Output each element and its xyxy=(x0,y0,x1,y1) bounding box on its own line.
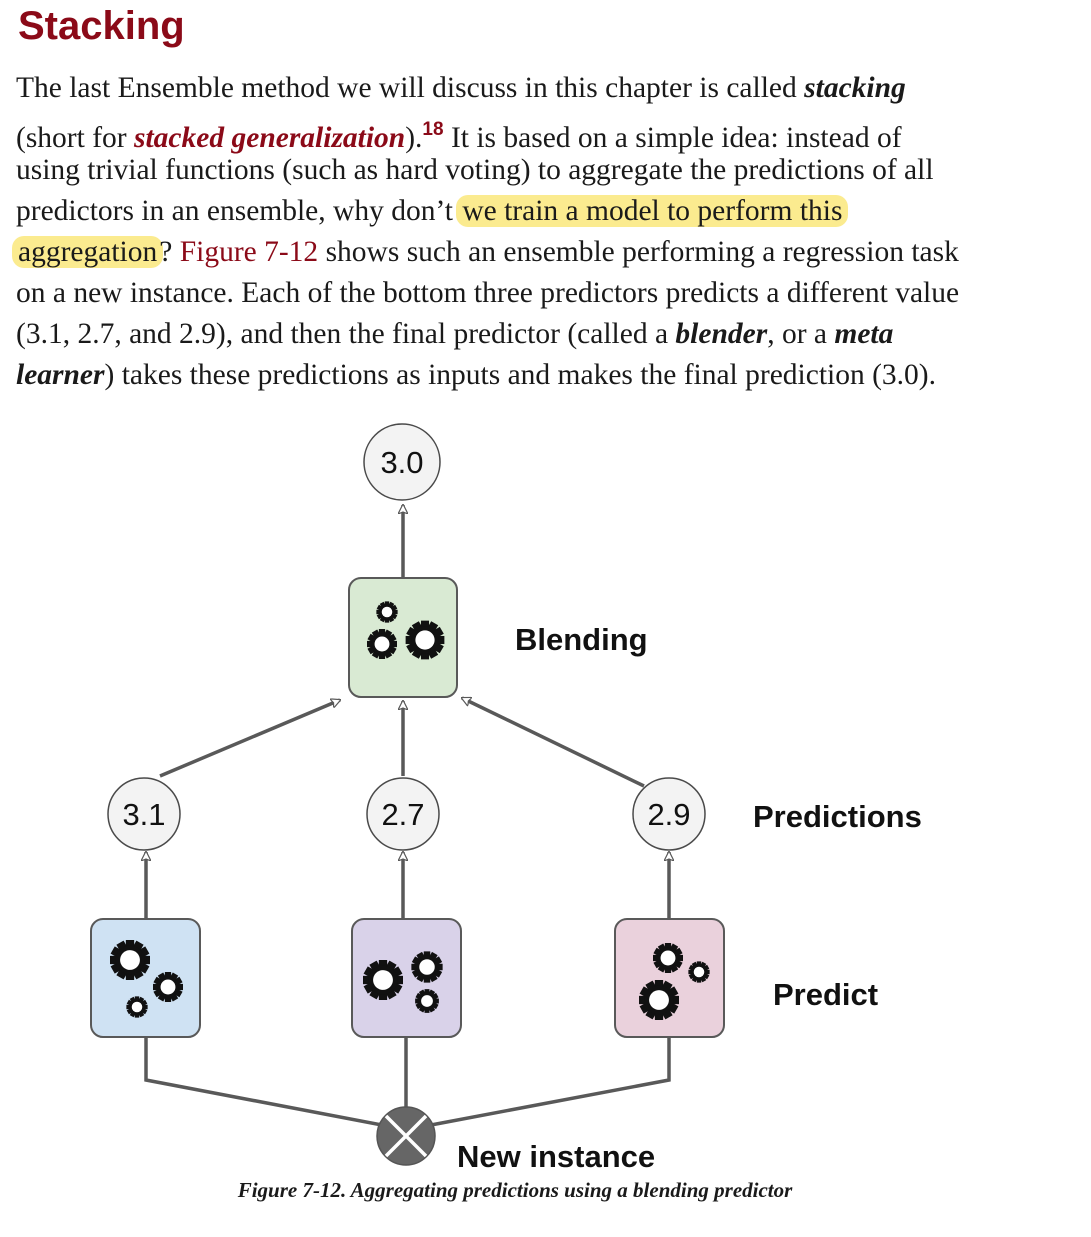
output-node: 3.0 xyxy=(363,423,441,501)
prediction-value: 3.1 xyxy=(122,797,165,832)
cross-icon xyxy=(384,1114,428,1158)
body-paragraph: The last Ensemble method we will discuss… xyxy=(12,68,1076,396)
prediction-value: 2.9 xyxy=(647,797,690,832)
new-instance-label: New instance xyxy=(457,1139,655,1174)
term-learner: learner xyxy=(16,359,105,391)
figure-reference-link[interactable]: Figure 7-12 xyxy=(179,236,319,268)
text-run: predictors in an ensemble, why don’t xyxy=(16,195,461,227)
text-run: on a new instance. Each of the bottom th… xyxy=(16,277,960,309)
prediction-value: 2.7 xyxy=(381,797,424,832)
text-run: (short for xyxy=(16,122,134,154)
term-meta: meta xyxy=(834,318,894,350)
text-run: The last Ensemble method we will discuss… xyxy=(16,72,805,104)
input-line-right xyxy=(430,1037,671,1127)
text-run: ) takes these predictions as inputs and … xyxy=(104,359,937,391)
blender-node xyxy=(348,577,458,698)
output-circle xyxy=(363,423,441,501)
predictor-box xyxy=(90,918,201,1038)
new-instance-node xyxy=(376,1106,436,1166)
section-heading: Stacking xyxy=(18,4,185,48)
highlighted-text: aggregation xyxy=(12,236,164,268)
prediction-node-3: 2.9 xyxy=(632,777,706,851)
text-run: , or a xyxy=(767,318,835,350)
predictions-label: Predictions xyxy=(753,799,922,834)
text-run: (3.1, 2.7, and 2.9), and then the final … xyxy=(16,318,676,350)
text-run: ). xyxy=(405,122,423,154)
prediction-node-1: 3.1 xyxy=(107,777,181,851)
diagram-connectors xyxy=(144,505,671,1127)
text-run: shows such an ensemble performing a regr… xyxy=(318,236,959,268)
output-value: 3.0 xyxy=(380,445,423,480)
text-run: ? xyxy=(159,236,180,268)
input-line-left xyxy=(144,1037,383,1127)
text-run: using trivial functions (such as hard vo… xyxy=(16,154,934,186)
figure-caption: Figure 7-12. Aggregating predictions usi… xyxy=(237,1178,793,1202)
blending-label: Blending xyxy=(515,622,648,657)
text-run: It is based on a simple idea: instead of xyxy=(443,122,902,154)
highlighted-text: we train a model to perform this xyxy=(456,195,849,227)
predict-label: Predict xyxy=(773,977,878,1012)
prediction-node-2: 2.7 xyxy=(366,777,440,851)
term-stacking: stacking xyxy=(804,72,906,104)
term-stacked-generalization: stacked generalization xyxy=(133,122,406,154)
term-blender: blender xyxy=(675,318,768,350)
predictor-1 xyxy=(90,918,201,1038)
predictor-2 xyxy=(351,918,462,1038)
footnote-link[interactable]: 18 xyxy=(422,119,444,140)
predictor-3 xyxy=(614,918,725,1038)
blender-box xyxy=(348,577,458,698)
stacking-diagram: 3.0 Blending 3.1 2.7 2.9 Predictions xyxy=(90,423,922,1174)
arrow-pred1-to-blender xyxy=(159,700,340,778)
arrow-pred3-to-blender xyxy=(462,696,645,788)
